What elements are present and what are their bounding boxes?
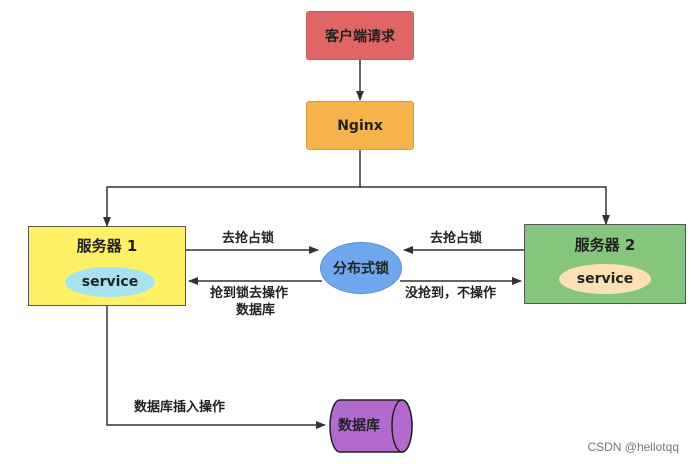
client-request-label: 客户端请求 [325,28,395,45]
watermark: CSDN @hellotqq [587,440,679,454]
server1-label: 服务器 1 [76,237,138,255]
server2-service-ellipse: service [559,264,651,294]
nginx-label: Nginx [337,117,383,134]
database-label: 数据库 [338,418,380,434]
edge-label-lock-to-server2: 没抢到，不操作 [405,286,497,301]
client-request-node: 客户端请求 [306,11,414,60]
arrow-nginx-to-server2 [360,186,610,225]
edge-label-server2-to-lock: 去抢占锁 [430,231,483,246]
edge-label-server1-to-lock: 去抢占锁 [222,231,275,246]
arrow-server1-to-database [106,306,326,429]
nginx-node: Nginx [306,101,414,150]
server2-service-label: service [576,271,634,287]
database-cylinder [329,399,413,453]
distributed-lock-node: 分布式锁 [320,242,402,294]
arrow-nginx-to-server1 [103,150,361,227]
server2-node: 服务器 2 service [524,224,686,304]
server1-service-ellipse: service [65,267,155,297]
server1-node: 服务器 1 service [28,226,186,306]
distributed-lock-label: 分布式锁 [333,261,389,277]
edge-label-lock-to-server1-line1: 抢到锁去操作 [210,286,289,301]
edge-label-server1-to-database: 数据库插入操作 [134,400,226,415]
server1-service-label: service [81,274,139,290]
edge-label-lock-to-server1-line2: 数据库 [236,303,276,318]
server2-label: 服务器 2 [574,236,636,254]
